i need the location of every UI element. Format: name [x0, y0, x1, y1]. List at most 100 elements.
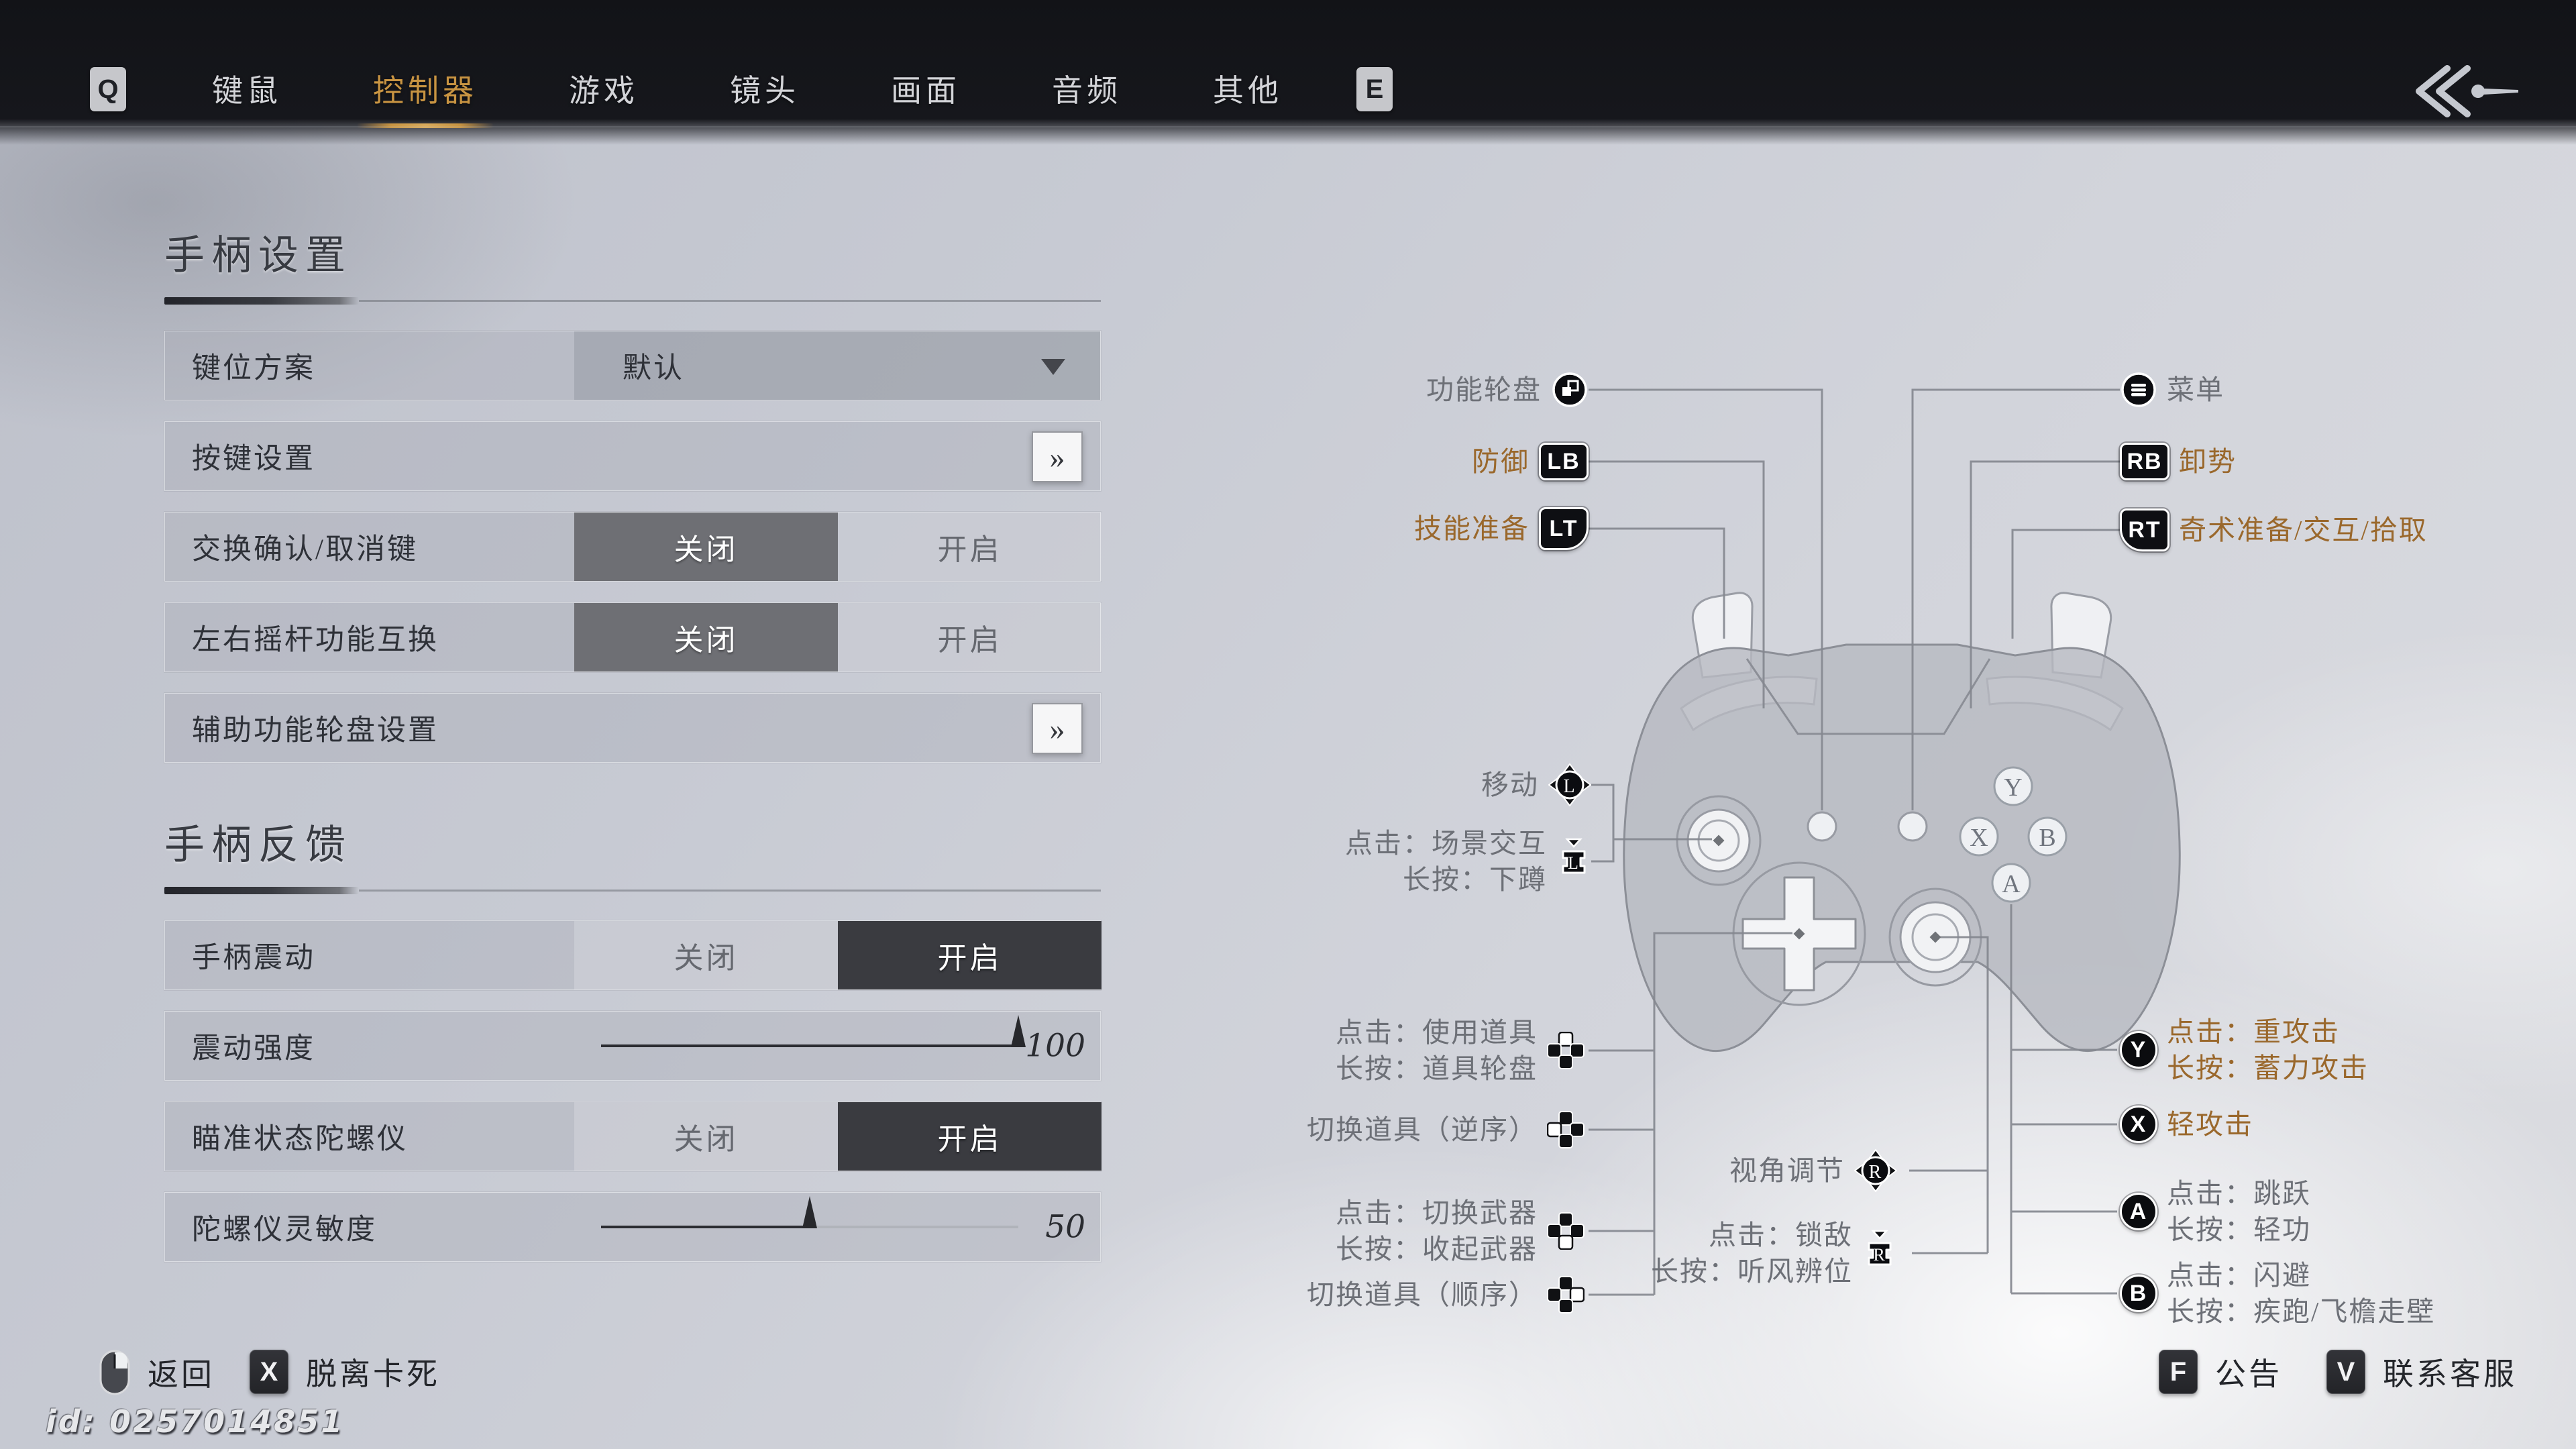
vibration-off-option[interactable]: 关闭	[574, 921, 838, 989]
section-title-gamepad-settings: 手柄设置	[164, 233, 352, 278]
rb-button-icon: RB	[2120, 443, 2169, 480]
slider-thumb[interactable]	[802, 1196, 817, 1228]
row-vibration[interactable]: 手柄震动 关闭 开启	[164, 920, 1102, 990]
label-x-button: X 轻攻击	[2120, 1106, 2253, 1143]
back-button[interactable]: 返回	[99, 1350, 215, 1395]
gamepad-settings-panel: 手柄设置 键位方案 默认 按键设置 » 交换确认/取消键 关闭 开启 左右摇杆功…	[164, 223, 1102, 1283]
camera-text: 视角调节	[1729, 1155, 1845, 1186]
settings-tabs: 键鼠 控制器 游戏 镜头 画面 音频 其他	[212, 62, 1283, 128]
face-button-x: X	[1970, 824, 1988, 852]
key-scheme-label: 键位方案	[192, 353, 315, 384]
row-gyro-sensitivity[interactable]: 陀螺仪灵敏度 50	[164, 1192, 1101, 1262]
swap-confirm-cancel-label: 交换确认/取消键	[192, 534, 418, 566]
top-nav-bar: Q 键鼠 控制器 游戏 镜头 画面 音频 其他 E	[0, 0, 2576, 145]
label-dpad-right: 切换道具（顺序）	[1307, 1276, 1585, 1313]
contact-support-button[interactable]: V 联系客服	[2326, 1350, 2517, 1394]
dpad-left-text: 切换道具（逆序）	[1307, 1114, 1538, 1145]
dpad-down-hold-text: 长按：收起武器	[1336, 1234, 1538, 1265]
vibration-on-option[interactable]: 开启	[838, 921, 1102, 989]
left-stick-icon: L	[1548, 763, 1591, 806]
row-vibration-strength[interactable]: 震动强度 100	[164, 1011, 1101, 1081]
prev-tab-key-hint: Q	[90, 67, 126, 111]
label-guard: 防御 LB	[1472, 443, 1589, 480]
label-b-button: B 点击：闪避 长按：疾跑/飞檐走壁	[2120, 1257, 2435, 1330]
aim-gyro-on-option[interactable]: 开启	[838, 1102, 1102, 1171]
button-mapping-label: 按键设置	[192, 443, 315, 475]
move-text: 移动	[1481, 769, 1539, 800]
swap-confirm-cancel-off-option[interactable]: 关闭	[574, 513, 838, 581]
label-dpad-down: 点击：切换武器 长按：收起武器	[1336, 1195, 1585, 1267]
key-f-badge: F	[2159, 1350, 2198, 1394]
swap-sticks-off-option[interactable]: 关闭	[574, 603, 838, 672]
gyro-sensitivity-slider[interactable]	[601, 1196, 1018, 1228]
dpad-left-icon	[1547, 1111, 1585, 1148]
tab-display[interactable]: 画面	[891, 74, 961, 108]
tab-controller[interactable]: 控制器	[357, 66, 494, 128]
menu-text: 菜单	[2167, 374, 2224, 405]
rt-button-icon: RT	[2120, 508, 2169, 551]
skill-ready-text: 技能准备	[1414, 513, 1529, 544]
label-dpad-left: 切换道具（逆序）	[1307, 1111, 1585, 1148]
label-r3: 点击：锁敌 长按：听风辨位 R	[1651, 1217, 1897, 1289]
back-label: 返回	[148, 1358, 215, 1392]
label-menu: 菜单	[2120, 371, 2224, 409]
button-mapping-open-button[interactable]: »	[1032, 431, 1083, 482]
vibration-label: 手柄震动	[192, 943, 315, 974]
slider-thumb[interactable]	[1011, 1015, 1026, 1047]
aim-gyro-label: 瞄准状态陀螺仪	[192, 1124, 408, 1155]
tab-other[interactable]: 其他	[1213, 74, 1283, 108]
menu-button-icon	[2121, 372, 2156, 407]
right-stick-icon: R	[1854, 1149, 1897, 1192]
key-e-label: E	[1365, 74, 1384, 104]
dpad-up-icon	[1547, 1032, 1585, 1069]
a-hold-text: 长按：轻功	[2167, 1214, 2311, 1245]
section-title-gamepad-feedback: 手柄反馈	[164, 823, 352, 867]
key-q-label: Q	[97, 74, 119, 104]
svg-text:L: L	[1568, 853, 1580, 873]
section-divider	[164, 887, 1101, 895]
swap-sticks-on-option[interactable]: 开启	[838, 603, 1102, 672]
key-scheme-dropdown[interactable]: 默认	[574, 331, 1100, 400]
b-click-text: 点击：闪避	[2167, 1260, 2311, 1291]
assist-wheel-open-button[interactable]: »	[1032, 703, 1083, 754]
label-skill-ready: 技能准备 LT	[1414, 507, 1589, 550]
l3-press-icon: L	[1562, 838, 1586, 874]
row-swap-sticks[interactable]: 左右摇杆功能互换 关闭 开启	[164, 602, 1102, 672]
vibration-strength-slider[interactable]	[601, 1015, 1026, 1047]
r3-hold-text: 长按：听风辨位	[1651, 1256, 1853, 1287]
tab-game[interactable]: 游戏	[569, 74, 639, 108]
r3-click-text: 点击：锁敌	[1709, 1220, 1853, 1250]
row-assist-wheel-settings[interactable]: 辅助功能轮盘设置 »	[164, 693, 1101, 763]
swap-confirm-cancel-on-option[interactable]: 开启	[838, 513, 1102, 581]
collapse-back-icon[interactable]	[2403, 54, 2524, 134]
vibration-strength-value: 100	[1025, 1027, 1085, 1065]
aim-gyro-off-option[interactable]: 关闭	[574, 1102, 838, 1171]
gyro-sensitivity-label: 陀螺仪灵敏度	[192, 1214, 377, 1246]
row-swap-confirm-cancel[interactable]: 交换确认/取消键 关闭 开启	[164, 512, 1102, 582]
arts-text: 奇术准备/交互/拾取	[2179, 515, 2428, 545]
dpad-right-text: 切换道具（顺序）	[1307, 1279, 1538, 1310]
function-wheel-text: 功能轮盘	[1426, 374, 1542, 405]
tab-audio[interactable]: 音频	[1052, 74, 1122, 108]
label-l3: 点击：场景交互 长按：下蹲 L	[1345, 825, 1591, 898]
controller-body: Y X B A	[1623, 592, 2181, 1052]
next-tab-key-hint: E	[1356, 67, 1393, 111]
key-v-badge: V	[2326, 1350, 2365, 1394]
row-button-mapping[interactable]: 按键设置 »	[164, 421, 1101, 491]
tab-camera[interactable]: 镜头	[730, 74, 800, 108]
section-divider	[164, 297, 1101, 305]
face-button-y: Y	[2004, 773, 2022, 802]
notice-button[interactable]: F 公告	[2159, 1350, 2282, 1394]
row-key-scheme[interactable]: 键位方案 默认	[164, 331, 1101, 400]
tab-keyboard-mouse[interactable]: 键鼠	[212, 74, 282, 108]
dpad-up-click-text: 点击：使用道具	[1336, 1017, 1538, 1048]
a-button-icon: A	[2120, 1193, 2157, 1230]
player-id: id: 0257014851	[46, 1403, 345, 1440]
row-aim-gyro[interactable]: 瞄准状态陀螺仪 关闭 开启	[164, 1102, 1102, 1171]
vibration-strength-label: 震动强度	[192, 1033, 315, 1065]
unstuck-button[interactable]: X 脱离卡死	[250, 1350, 440, 1394]
gyro-sensitivity-value: 50	[1045, 1208, 1085, 1246]
connector-dots	[1713, 835, 1941, 943]
face-button-b: B	[2039, 824, 2055, 852]
